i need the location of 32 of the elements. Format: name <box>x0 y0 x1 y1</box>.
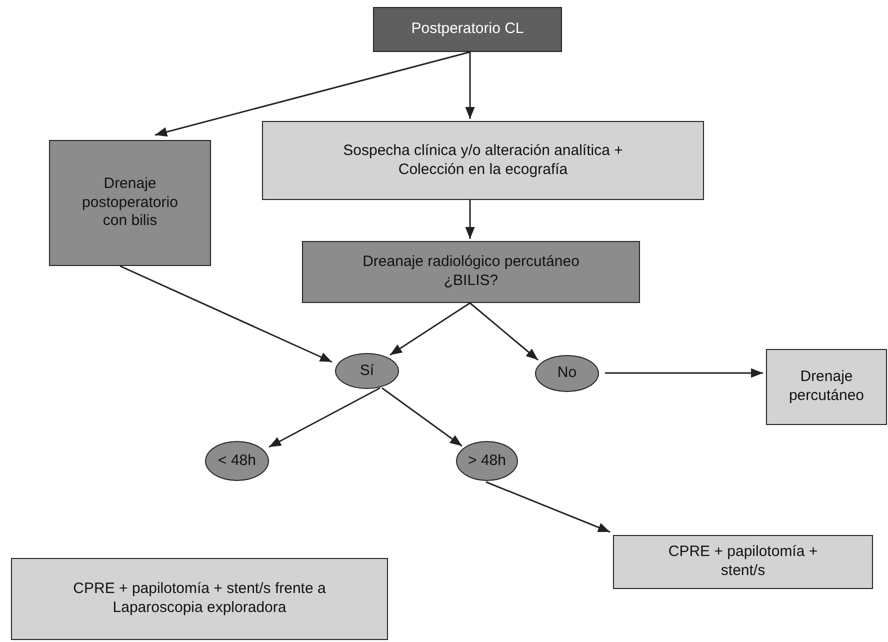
arrow <box>605 368 763 378</box>
process-box <box>613 535 873 589</box>
node-text: Postperatorio CL <box>411 20 524 39</box>
arrow <box>465 200 475 239</box>
decision-oval <box>535 355 599 392</box>
arrow <box>154 51 470 137</box>
process-box <box>262 121 704 200</box>
decision-oval <box>456 441 518 481</box>
arrow <box>382 387 462 447</box>
node-text: Dreanaje radiológico percutáneo ¿BILIS? <box>362 253 580 291</box>
decision-oval <box>205 441 269 481</box>
decision-oval <box>335 353 399 389</box>
process-box <box>766 349 887 425</box>
arrow <box>390 302 470 356</box>
process-box <box>373 7 562 52</box>
arrow <box>486 481 610 533</box>
node-text: CPRE + papilotomía + stent/s <box>667 543 819 581</box>
node-text: < 48h <box>218 452 256 470</box>
node-text: Drenaje postoperatorio con bilis <box>81 174 179 232</box>
process-box <box>11 558 388 640</box>
arrow <box>470 302 538 361</box>
node-text: CPRE + papilotomía + stent/s frente a Laparoscopia exploradora <box>72 580 327 618</box>
arrow <box>268 387 380 448</box>
process-box <box>302 241 640 303</box>
node-text: Drenaje percutáneo <box>788 368 866 406</box>
node-text: Sí <box>360 362 374 380</box>
process-box <box>49 140 211 266</box>
node-text: > 48h <box>468 452 506 470</box>
node-text: Sospecha clínica y/o alteración analítica + Colección en la ecografía <box>342 142 624 180</box>
arrow <box>120 265 332 363</box>
node-text: No <box>557 364 577 383</box>
arrow <box>465 52 475 119</box>
